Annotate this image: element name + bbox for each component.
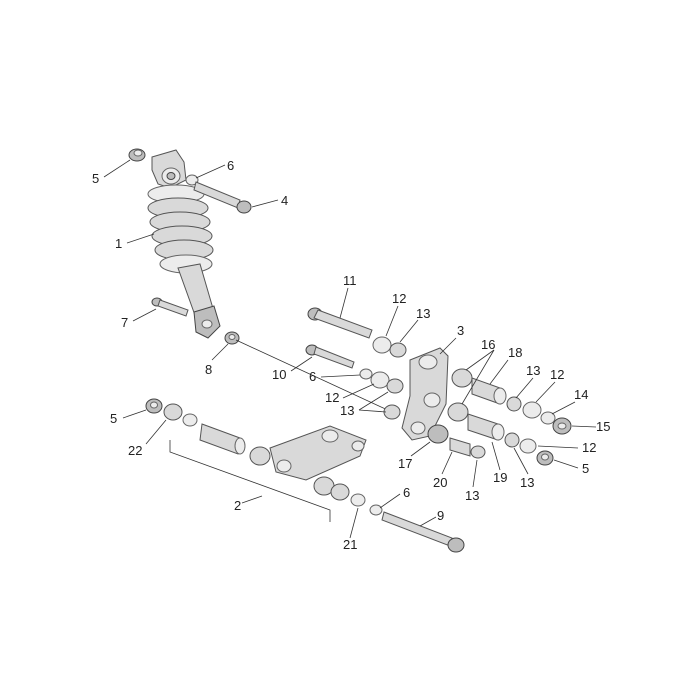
callout-18: 18 — [508, 345, 522, 360]
callout-21: 21 — [343, 537, 357, 552]
washer-6-top — [185, 174, 199, 186]
bushing-lower-a — [249, 446, 271, 466]
bushing-lower-c — [330, 483, 350, 501]
bushing-16a — [451, 368, 473, 388]
washer-12-upper — [372, 336, 392, 354]
rocker-link-3 — [401, 347, 449, 441]
callout-1: 1 — [115, 236, 122, 251]
washer-12-right — [522, 401, 542, 419]
bushing-13-low — [383, 404, 401, 420]
callout-15: 15 — [596, 419, 610, 434]
callout-13-low-right: 13 — [520, 475, 534, 490]
callout-17: 17 — [398, 456, 412, 471]
washer-6-low — [369, 504, 383, 516]
bolt-4 — [193, 181, 252, 214]
bushing-16b — [447, 402, 469, 422]
washer-left — [182, 413, 198, 427]
callout-8: 8 — [205, 362, 212, 377]
callout-labels: 5 6 4 1 7 8 10 11 12 13 3 16 18 13 12 14… — [92, 158, 610, 552]
bushing-13-upper — [389, 342, 407, 358]
nut-5-right — [536, 450, 554, 466]
nut-5-left — [145, 398, 163, 414]
callout-2: 2 — [234, 498, 241, 513]
callout-5-left: 5 — [110, 411, 117, 426]
callout-4: 4 — [281, 193, 288, 208]
washer-21 — [350, 493, 366, 507]
washer-6-mid — [359, 368, 373, 380]
bolt-11 — [307, 307, 373, 339]
bolt-7 — [151, 297, 189, 317]
washer-14 — [540, 411, 556, 425]
callout-6: 6 — [227, 158, 234, 173]
callout-11: 11 — [343, 273, 357, 288]
axis-line-8 — [235, 339, 393, 413]
bushing-17 — [427, 424, 449, 444]
bushing-13-mid — [386, 378, 404, 394]
callout-12-mid: 12 — [325, 390, 339, 405]
callout-16: 16 — [481, 337, 495, 352]
callout-7: 7 — [121, 315, 128, 330]
shock-absorber — [147, 149, 221, 339]
callout-13-right: 13 — [526, 363, 540, 378]
bushing-22 — [163, 403, 183, 421]
callout-19: 19 — [493, 470, 507, 485]
bracket-2 — [169, 440, 331, 522]
callout-13: 13 — [416, 306, 430, 321]
bushing-13-right — [506, 396, 522, 412]
bushing-13-lower-mid — [470, 445, 486, 459]
callout-5: 5 — [92, 171, 99, 186]
callout-14: 14 — [574, 387, 588, 402]
bolt-9 — [381, 511, 465, 553]
callout-5-right: 5 — [582, 461, 589, 476]
callout-9: 9 — [437, 508, 444, 523]
callout-20: 20 — [433, 475, 447, 490]
callout-12-right-low: 12 — [582, 440, 596, 455]
leader-lines — [103, 159, 597, 539]
sleeve-left — [199, 423, 241, 455]
callout-12-right: 12 — [550, 367, 564, 382]
callout-13-mid: 13 — [340, 403, 354, 418]
callout-10: 10 — [272, 367, 286, 382]
callout-6-low: 6 — [403, 485, 410, 500]
nut-8 — [224, 331, 240, 345]
bolt-10 — [305, 344, 355, 369]
nut-5-top — [128, 148, 146, 162]
washer-12-mid — [370, 371, 390, 389]
sleeve-20 — [449, 437, 471, 457]
callout-13-low: 13 — [465, 488, 479, 503]
dogbone-link — [269, 425, 367, 481]
callout-3: 3 — [457, 323, 464, 338]
callout-22: 22 — [128, 443, 142, 458]
nut-15 — [552, 417, 572, 435]
bushing-13-right-low — [504, 432, 520, 448]
callout-6-mid: 6 — [309, 369, 316, 384]
washer-12-right-low — [519, 438, 537, 454]
callout-12: 12 — [392, 291, 406, 306]
